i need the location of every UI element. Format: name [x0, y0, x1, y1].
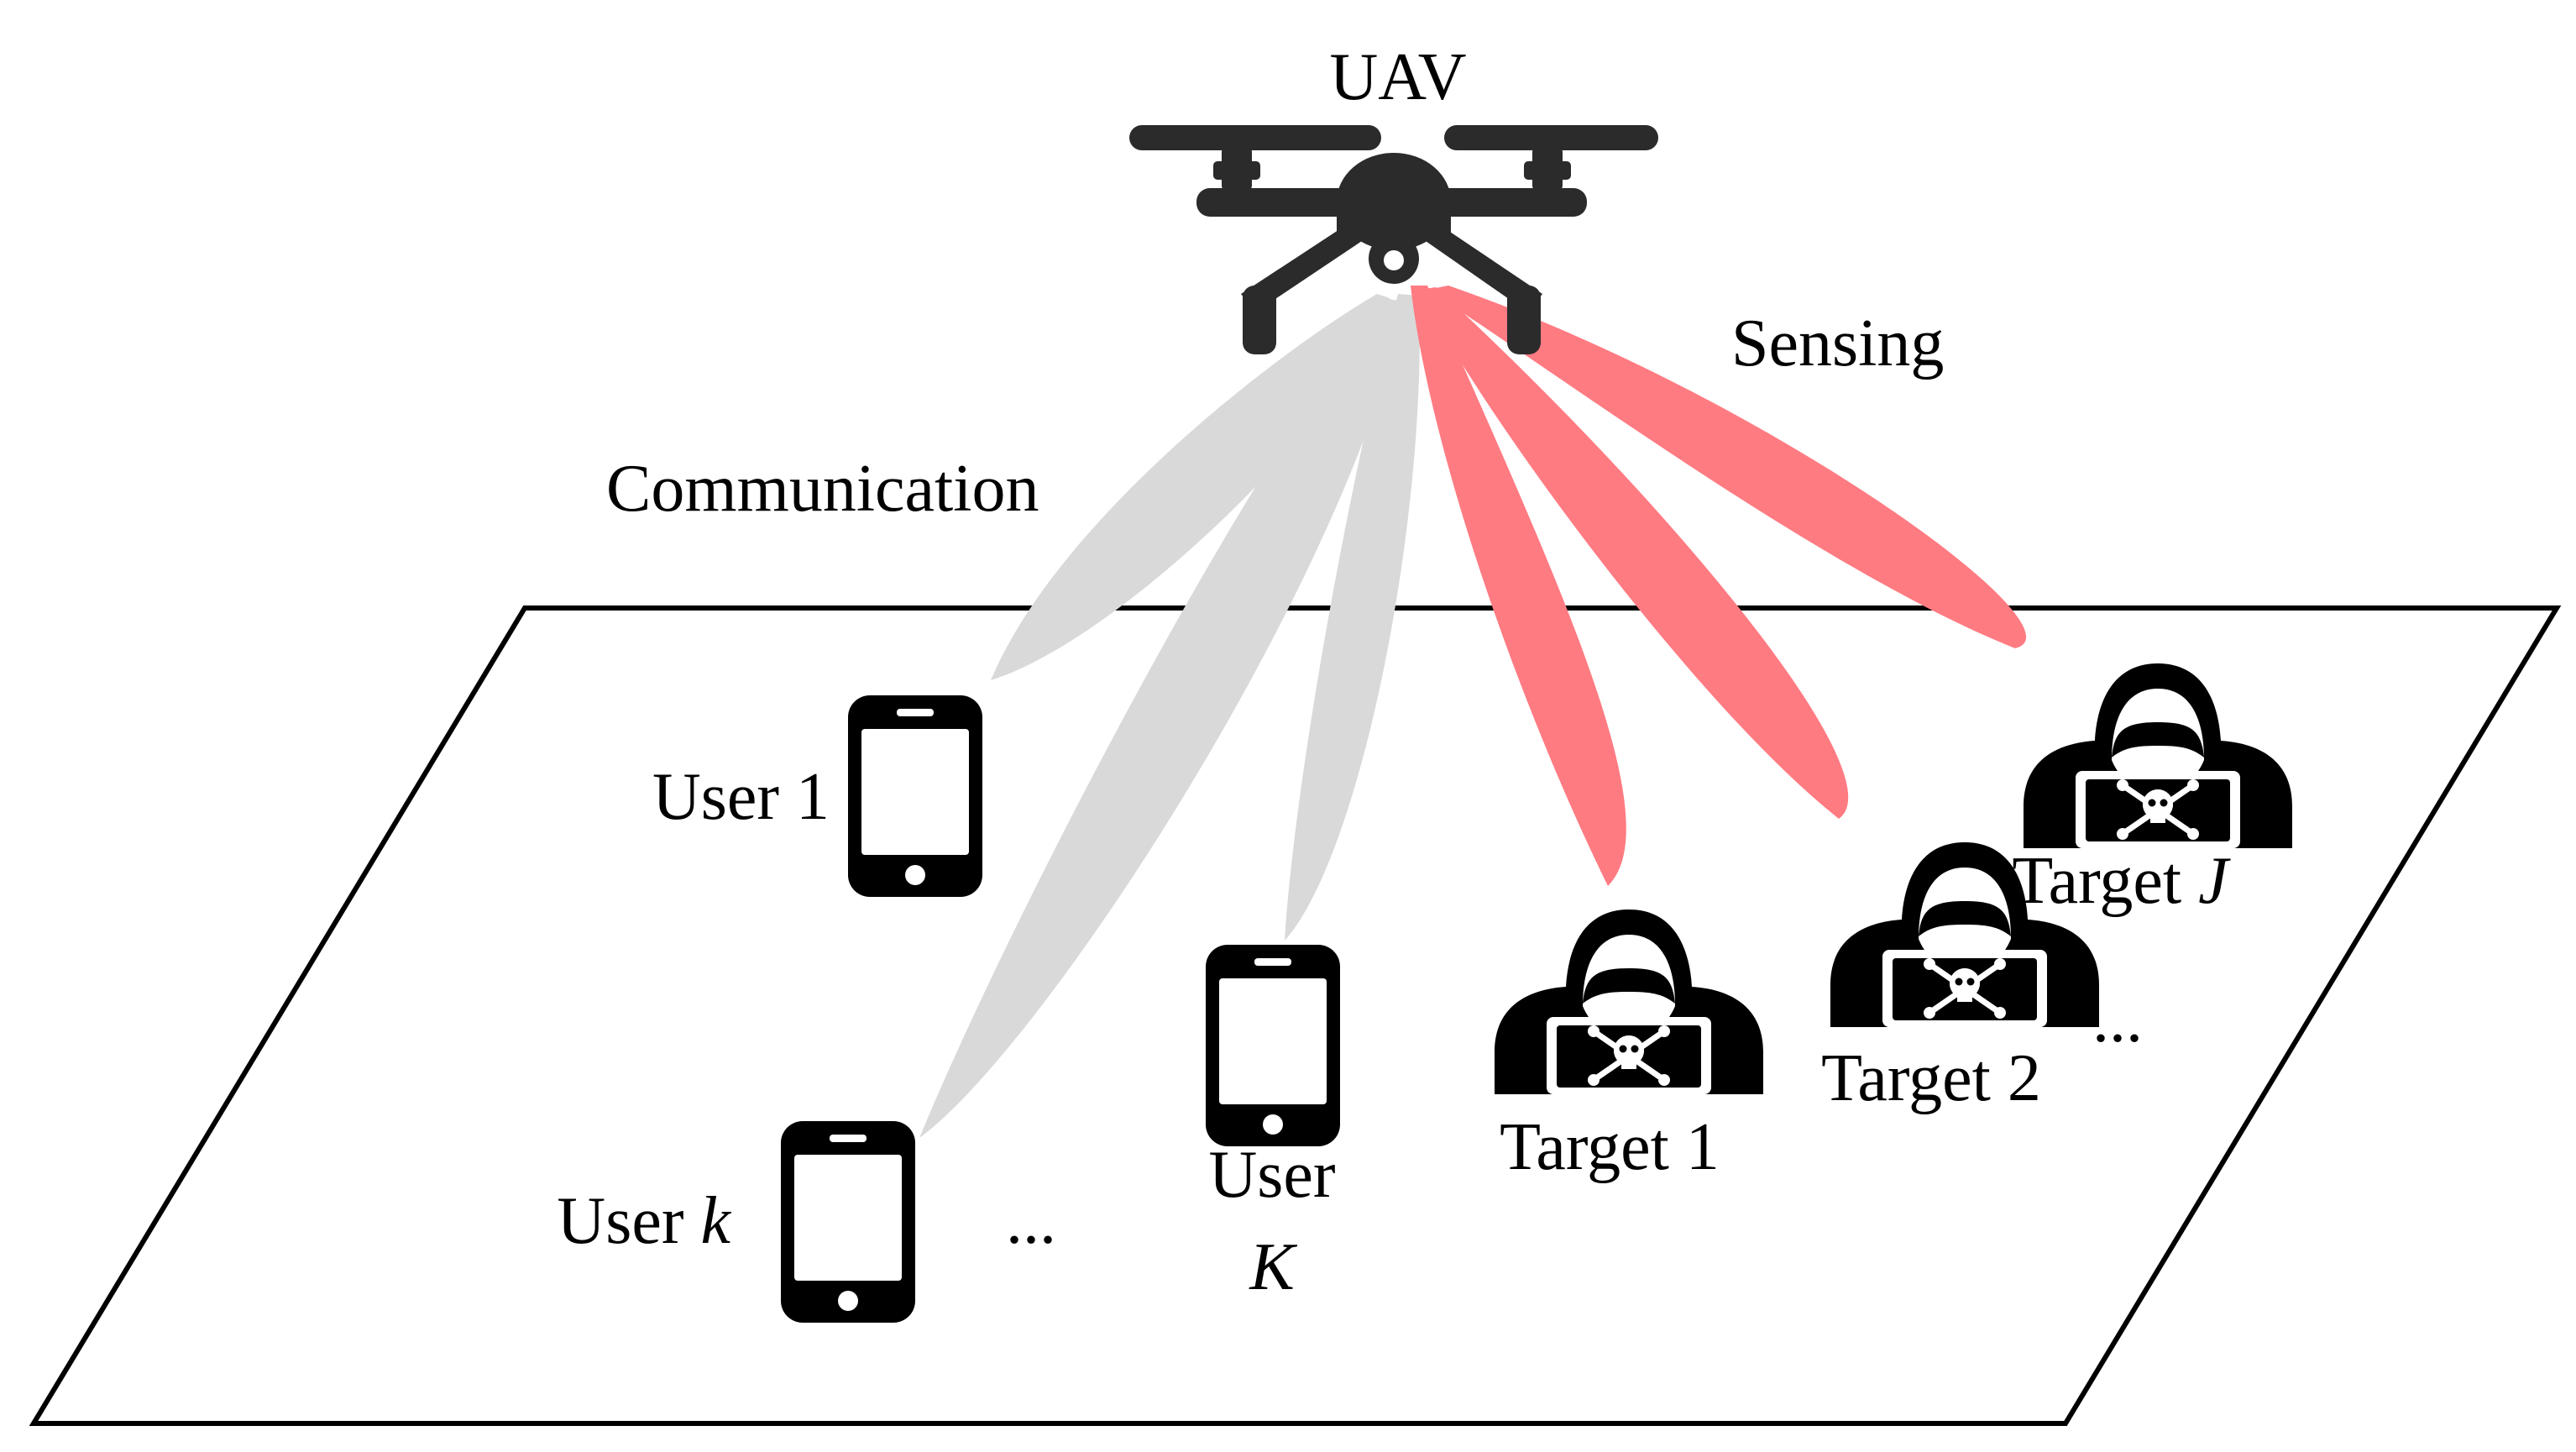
- users-ellipsis: ...: [1006, 1184, 1056, 1258]
- user-K-label-line-1: User: [1208, 1138, 1335, 1212]
- drone-icon: [1129, 125, 1658, 354]
- sensing-label: Sensing: [1731, 307, 1944, 380]
- target-2: Target 2: [1821, 842, 2099, 1115]
- user-1-label: User 1: [652, 760, 830, 834]
- uav-label: UAV: [1329, 40, 1466, 114]
- beam-to-target-J: [1427, 286, 2027, 648]
- user-k-label: User k: [557, 1184, 731, 1258]
- targets-ellipsis: ...: [2092, 983, 2143, 1056]
- sensing-beams: [1411, 286, 2027, 886]
- smartphone-icon: [848, 695, 982, 897]
- user-k: User k: [557, 1121, 915, 1323]
- target-2-label: Target 2: [1821, 1041, 2041, 1115]
- beam-to-target-2: [1419, 287, 1849, 819]
- target-J: Target J: [2012, 663, 2292, 918]
- communication-beams: [919, 294, 1420, 1138]
- target-J-index: J: [2198, 844, 2231, 918]
- target-J-label: Target J: [2012, 844, 2231, 918]
- beam-to-user-1: [991, 294, 1390, 680]
- user-1: User 1: [652, 695, 982, 897]
- smartphone-icon: [781, 1121, 915, 1323]
- communication-label: Communication: [606, 452, 1039, 526]
- smartphone-icon: [1206, 945, 1340, 1146]
- target-1-label: Target 1: [1500, 1110, 1720, 1184]
- user-K: User K: [1206, 945, 1340, 1304]
- beam-to-user-k: [919, 298, 1406, 1138]
- beam-to-user-K-device: [1285, 294, 1420, 941]
- user-k-index: k: [700, 1184, 731, 1258]
- user-K-label-line-2: K: [1249, 1230, 1297, 1304]
- target-1: Target 1: [1495, 909, 1763, 1184]
- beam-to-target-1: [1411, 286, 1626, 886]
